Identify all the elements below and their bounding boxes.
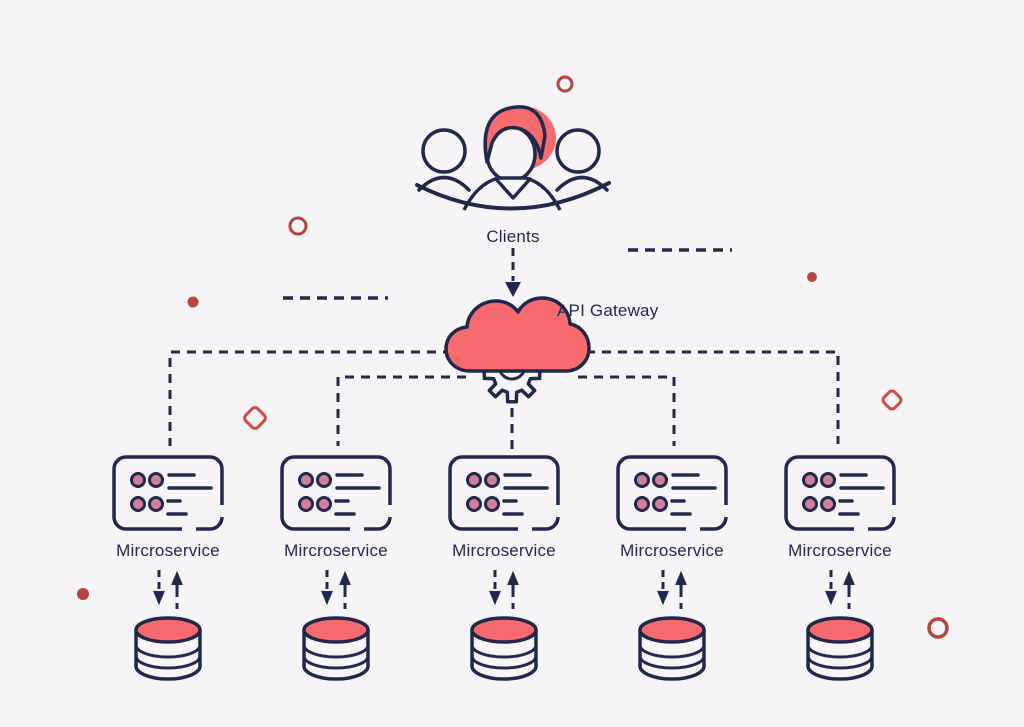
microservice-label: Mircroservice xyxy=(788,541,892,560)
ring-decoration xyxy=(927,617,949,639)
sync-arrows xyxy=(657,570,687,609)
dot-decoration xyxy=(187,296,199,308)
decorations xyxy=(77,75,949,639)
database-icon xyxy=(134,616,202,681)
service-database-sync-arrows xyxy=(153,570,855,609)
sync-arrows xyxy=(153,570,183,609)
api-gateway-icon xyxy=(444,296,591,404)
api-gateway-label: API Gateway xyxy=(557,301,659,320)
database-icon xyxy=(638,616,706,681)
sync-arrows xyxy=(321,570,351,609)
microservice-icon xyxy=(784,455,897,533)
microservice-label: Mircroservice xyxy=(452,541,556,560)
microservice-label: Mircroservice xyxy=(620,541,724,560)
connector-line xyxy=(586,350,840,444)
torso xyxy=(462,176,562,211)
ring-decoration xyxy=(288,216,308,236)
microservice-icon xyxy=(112,455,225,533)
diamond-decoration xyxy=(243,406,267,430)
microservice-icon xyxy=(616,455,729,533)
microservice-icon xyxy=(448,455,561,533)
sync-arrows xyxy=(825,570,855,609)
database-icon xyxy=(302,616,370,681)
database-icon xyxy=(806,616,874,681)
clients-to-gateway-arrow xyxy=(505,248,521,297)
sync-arrows xyxy=(489,570,519,609)
cloud-icon xyxy=(444,296,591,373)
database-icon xyxy=(470,616,538,681)
microservice-icon xyxy=(280,455,393,533)
connector-line xyxy=(336,375,466,446)
gateway-to-service-connectors xyxy=(168,350,840,449)
microservice-label: Mircroservice xyxy=(116,541,220,560)
ring-decoration xyxy=(556,75,574,93)
dot-decoration xyxy=(77,588,89,600)
database-icons xyxy=(134,616,874,681)
collar xyxy=(494,177,532,200)
hair xyxy=(483,105,547,164)
diamond-decoration xyxy=(881,389,903,411)
base-arc xyxy=(415,181,611,211)
connector-line xyxy=(168,350,452,446)
microservice-label: Mircroservice xyxy=(284,541,388,560)
connector-line xyxy=(578,375,676,446)
clients-icon xyxy=(415,105,611,211)
dot-decoration xyxy=(807,272,817,282)
clients-label: Clients xyxy=(486,227,540,246)
microservice-icons xyxy=(112,455,897,533)
